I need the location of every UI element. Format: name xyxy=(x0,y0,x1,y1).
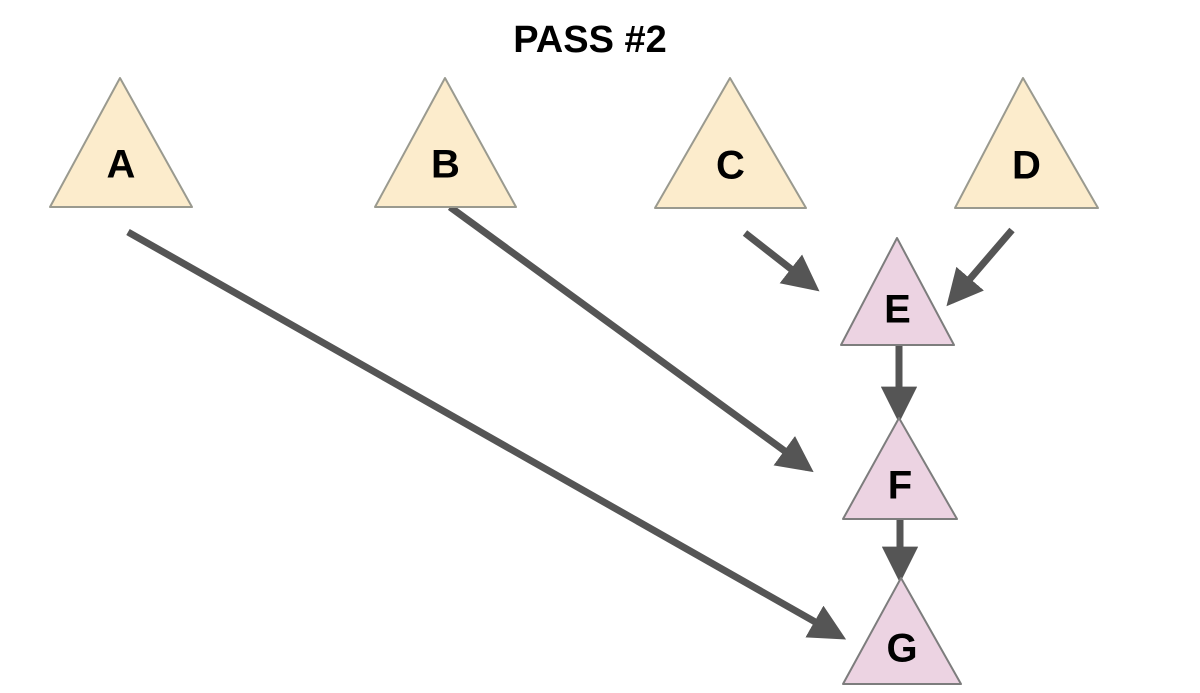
node-label-d: D xyxy=(1012,143,1041,187)
triangle-c xyxy=(654,77,807,209)
triangle-f xyxy=(842,417,958,520)
node-label-f: F xyxy=(888,463,912,507)
edge-d-to-e xyxy=(946,227,1015,307)
node-label-b: B xyxy=(431,143,460,187)
node-c[interactable]: C xyxy=(654,77,807,209)
triangle-g xyxy=(842,577,962,685)
node-label-g: G xyxy=(886,627,917,671)
node-label-e: E xyxy=(884,287,911,331)
node-f[interactable]: F xyxy=(842,417,958,520)
triangle-b xyxy=(374,77,517,208)
node-d[interactable]: D xyxy=(954,77,1099,209)
page-title: PASS #2 xyxy=(513,19,666,61)
node-label-c: C xyxy=(716,143,745,187)
triangle-e xyxy=(840,237,955,346)
triangle-d xyxy=(954,77,1099,209)
node-label-a: A xyxy=(107,143,136,187)
node-e[interactable]: E xyxy=(840,237,955,346)
triangle-a xyxy=(49,77,193,208)
edges-layer xyxy=(126,204,1015,640)
edge-c-to-e xyxy=(742,230,820,292)
node-g[interactable]: G xyxy=(842,577,962,685)
node-a[interactable]: A xyxy=(49,77,193,208)
nodes-layer: A B C D E F G xyxy=(49,77,1099,685)
node-b[interactable]: B xyxy=(374,77,517,208)
edge-a-to-g xyxy=(126,228,847,640)
edge-b-to-f xyxy=(447,204,814,473)
